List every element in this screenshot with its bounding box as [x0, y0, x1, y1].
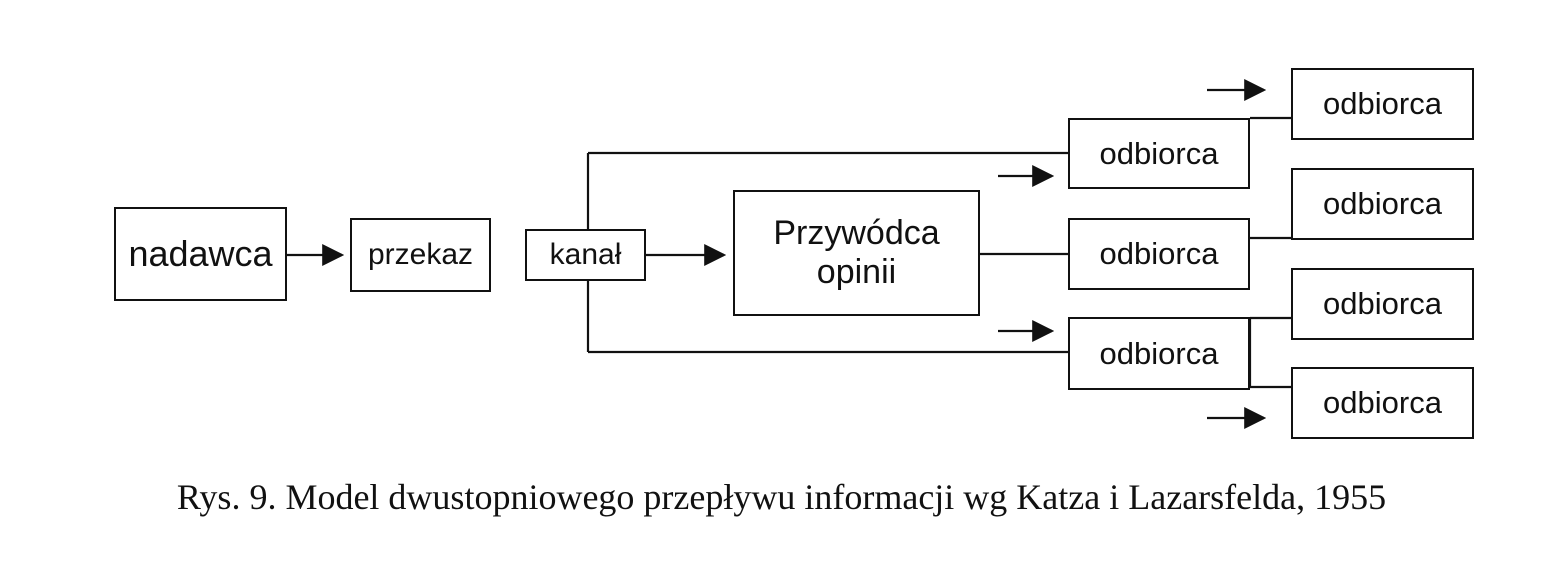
opinion-leader-line-2: opinii — [816, 253, 897, 291]
node-receiver-right-3: odbiorca — [1291, 268, 1474, 340]
node-receiver-top: odbiorca — [1068, 118, 1250, 189]
figure-caption: Rys. 9. Model dwustopniowego przepływu i… — [176, 477, 1387, 517]
node-message: przekaz — [350, 218, 491, 292]
opinion-leader-line-1: Przywódca — [773, 213, 940, 252]
node-receiver-right-2: odbiorca — [1291, 168, 1474, 240]
node-opinion-leader: Przywódca opinii — [733, 190, 980, 316]
node-channel: kanał — [525, 229, 646, 281]
node-receiver-bottom: odbiorca — [1068, 317, 1250, 390]
node-sender: nadawca — [114, 207, 287, 301]
node-receiver-mid: odbiorca — [1068, 218, 1250, 290]
node-receiver-right-1: odbiorca — [1291, 68, 1474, 140]
node-receiver-right-4: odbiorca — [1291, 367, 1474, 439]
